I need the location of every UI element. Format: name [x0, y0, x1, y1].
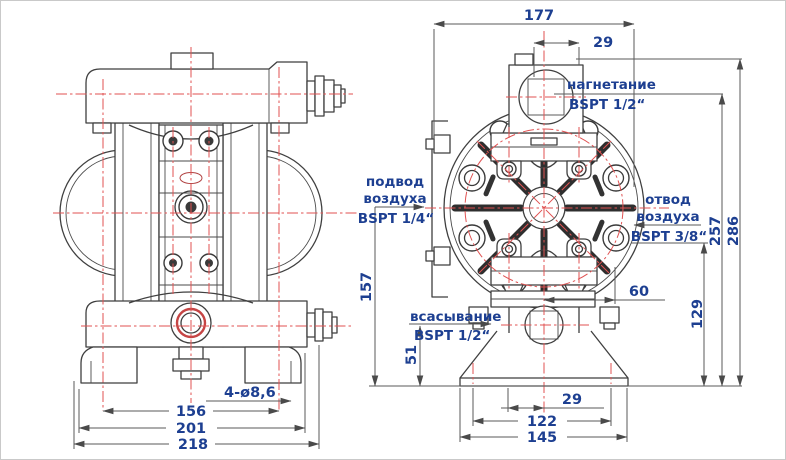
dim-mounting-holes: 4-ø8,6 — [224, 385, 276, 401]
dimensions-front: 4-ø8,6 156 201 218 — [73, 345, 320, 453]
side-view — [425, 31, 669, 415]
label-air-exhaust-1: отвод — [645, 192, 691, 208]
label-air-exhaust-2: воздуха — [636, 209, 699, 225]
label-air-exhaust-thread: BSPT 3/8“ — [631, 229, 707, 245]
dim-bolt-span: 156 — [176, 404, 206, 420]
dim-air-inlet-height: 157 — [359, 272, 375, 302]
dim-top-offset: 29 — [593, 35, 613, 51]
label-air-supply-1: подвод — [366, 174, 424, 190]
dim-overall-height: 286 — [726, 216, 742, 246]
label-suction-thread: BSPT 1/2“ — [414, 328, 490, 344]
front-side-port — [306, 75, 346, 117]
label-suction: всасывание — [410, 309, 501, 325]
label-discharge: нагнетание — [567, 77, 656, 93]
front-top-manifold — [85, 61, 308, 124]
side-rear-bracket — [425, 120, 451, 298]
front-left-foot — [80, 346, 138, 384]
label-discharge-thread: BSPT 1/2“ — [569, 97, 645, 113]
dim-base-offset: 29 — [562, 392, 582, 408]
port-labels: нагнетание BSPT 1/2“ подвод воздуха BSPT… — [358, 77, 707, 344]
front-top-port — [170, 52, 214, 70]
dim-base-width: 145 — [527, 430, 557, 446]
label-air-supply-thread: BSPT 1/4“ — [358, 211, 434, 227]
dim-top-width: 177 — [524, 8, 554, 24]
label-air-supply-2: воздуха — [363, 191, 426, 207]
front-bottom-side-port — [306, 308, 338, 342]
side-centerlines — [425, 31, 669, 415]
dim-base-holes: 122 — [527, 414, 557, 430]
dim-overall-width: 218 — [178, 437, 208, 453]
front-centerlines — [53, 47, 359, 411]
dimensions-side: 177 29 286 257 129 60 157 51 — [359, 8, 744, 446]
dim-body-width: 201 — [176, 421, 206, 437]
dim-exhaust-height: 129 — [690, 299, 706, 329]
front-right-foot — [244, 346, 302, 384]
dim-discharge-height: 257 — [708, 216, 724, 246]
dim-exhaust-offset: 60 — [629, 284, 649, 300]
dim-suction-height: 51 — [404, 345, 420, 365]
front-view — [53, 47, 359, 411]
